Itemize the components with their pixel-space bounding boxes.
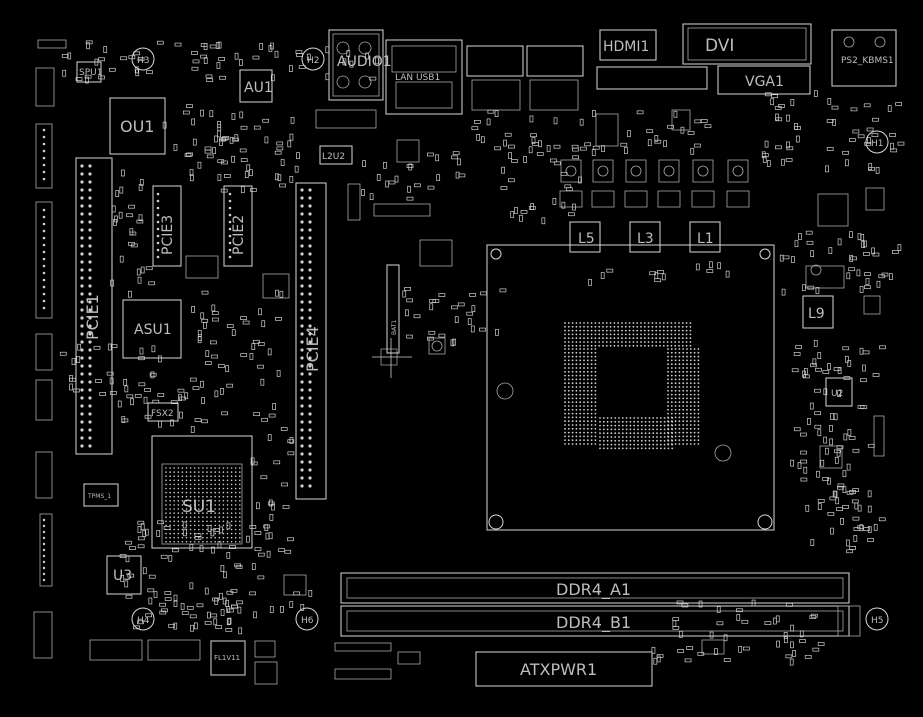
pcie1-label: PCIE1 [83,294,102,340]
au1-label: AU1 [244,80,273,96]
vga-connector: VGA1 [717,65,811,95]
inductor-l5: L5 [569,221,601,253]
mounting-hole-h5: H5 [865,607,889,631]
fl1v11-label: FL1V11 [214,654,240,662]
chip-fl1v11: FL1V11 [210,640,246,676]
vrm-capacitor-row [560,159,749,183]
dimm-slot-b1: DDR4_B1 [340,605,850,637]
asu1-label: ASU1 [134,322,172,338]
su1-label: SU1 [182,497,216,517]
pcie2-label: PCIE2 [231,215,247,255]
pcie1-slot: PCIE1 [75,157,113,455]
u3-label: U3 [113,568,132,584]
smd-parts [59,40,905,666]
ddr4-a1-label: DDR4_A1 [556,580,631,600]
pcie3-label: PCIE3 [160,215,176,255]
battery-label: BAT1 [391,320,398,335]
fsx2-label: FSX2 [151,409,174,419]
audio1-label: AUDIO1 [337,54,392,70]
pcie3-slot: PCIE3 [152,185,182,267]
h1-label: H1 [871,139,884,149]
vga-label: VGA1 [745,74,784,90]
dimm-slot-a1: DDR4_A1 [340,572,850,604]
ddr4-b1-label: DDR4_B1 [556,613,631,633]
inductor-l9: L9 [802,295,834,329]
vrm-pad-row [559,190,750,208]
h5-label: H5 [871,616,884,626]
atxpwr-label: ATXPWR1 [520,660,597,679]
usb-connectors [466,45,584,111]
inductor-l3: L3 [629,221,661,253]
battery-holder: BAT1 [386,264,400,354]
l2u2-label: L2U2 [322,152,345,162]
misc-components [33,39,905,685]
h2-label: H2 [307,56,320,66]
spu1-label: SPU1 [79,68,102,78]
chip-ou1: OU1 [109,97,166,155]
chip-u2: U2 [825,377,853,407]
chip-au1: AU1 [239,69,273,103]
chip-l2u2: L2U2 [319,145,353,165]
hdmi-connector: HDMI1 [596,29,708,90]
l3-label: L3 [637,231,654,247]
pcie2-slot: PCIE2 [223,185,253,267]
mounting-hole-h6: H6 [295,607,319,631]
dvi-connector: DVI [682,23,812,65]
cpu-pin-array [564,322,700,450]
hdmi1-label: HDMI1 [603,39,649,55]
audio-connector: AUDIO1 [328,29,392,101]
cpu-socket [486,244,775,531]
l1-label: L1 [697,231,714,247]
l5-label: L5 [578,231,595,247]
l9-label: L9 [808,306,825,322]
atx-power-connector: ATXPWR1 [475,651,653,687]
mounting-hole-h2: H2 [301,47,325,71]
u2-label: U2 [831,389,843,399]
chip-asu1: ASU1 [122,299,182,359]
lan-usb-label: LAN USB1 [395,73,440,83]
ou1-label: OU1 [120,117,154,136]
chip-spu1: SPU1 [76,61,102,83]
chipset-su1: SU1 [151,435,253,549]
h6-label: H6 [301,616,314,626]
chip-fsx2: FSX2 [147,402,179,422]
dvi-label: DVI [705,36,734,56]
lan-usb-connector: LAN USB1 [385,39,463,115]
tpm-header: TPMS_1 [83,483,119,507]
ps2-label: PS2_KBMS1 [841,56,894,66]
chip-u3: U3 [106,555,142,595]
ps2-connector: PS2_KBMS1 [831,29,897,87]
tpm-label: TPMS_1 [87,493,111,500]
mounting-hole-h4: H4 [131,607,155,631]
pcie4-slot: PCIE4 [295,182,327,500]
inductor-l1: L1 [689,221,721,253]
crosshair-icon [372,338,412,378]
pcie4-label: PCIE4 [303,326,322,372]
